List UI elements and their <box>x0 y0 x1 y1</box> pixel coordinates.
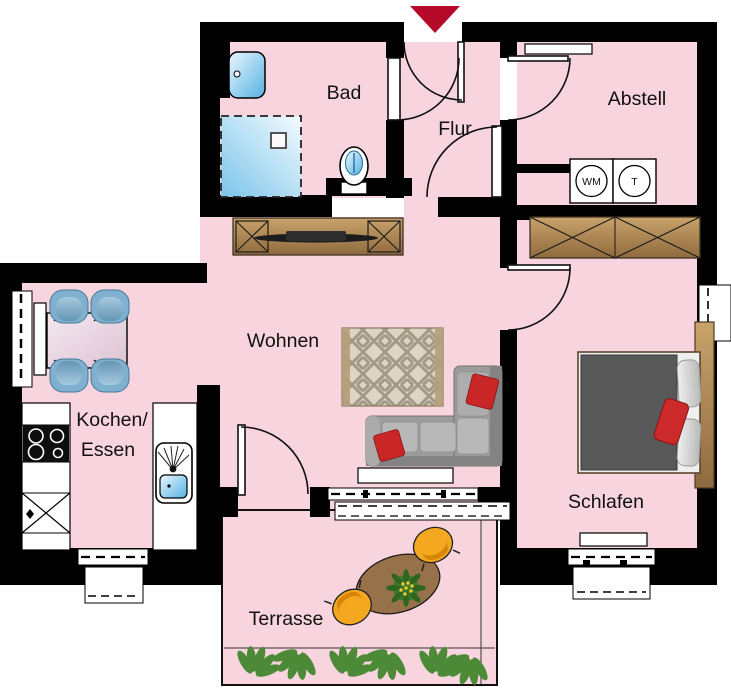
wardrobe <box>529 216 701 259</box>
sofa <box>365 365 503 467</box>
toilet <box>339 146 369 195</box>
dryer: T <box>612 158 657 204</box>
pillow-red <box>653 398 690 446</box>
room-label-schlafen: Schlafen <box>568 491 644 513</box>
window-west <box>11 290 33 388</box>
stove <box>23 425 69 462</box>
terrace-door <box>237 424 309 496</box>
terrace <box>221 509 498 693</box>
schlafen-door <box>507 264 571 331</box>
kitchen-sink <box>155 442 193 504</box>
windows <box>11 284 731 604</box>
room-label-terrasse: Terrasse <box>249 608 324 630</box>
wohnen-door <box>426 125 503 198</box>
room-label-kochen: Kochen/ <box>76 409 148 431</box>
sideboard <box>357 467 454 484</box>
rug <box>341 327 444 407</box>
dining-chair <box>49 358 89 393</box>
abstell-door <box>507 55 571 121</box>
tv-lowboard <box>232 217 404 256</box>
bad-door <box>387 57 460 121</box>
room-labels: Bad Flur Abstell Wohnen Kochen/ Essen Sc… <box>76 82 666 630</box>
kitchen <box>21 402 198 551</box>
pillow <box>676 359 702 408</box>
room-label-abstell: Abstell <box>608 88 667 110</box>
shower <box>220 115 302 198</box>
room-label-essen: Essen <box>81 439 135 461</box>
entrance-arrow-icon <box>410 6 460 33</box>
dining-chair <box>90 289 130 324</box>
washing-machine-label: WM <box>582 176 601 188</box>
living-room <box>341 327 503 484</box>
bath-sink <box>228 51 266 99</box>
window-schlafen <box>567 548 656 600</box>
radiator <box>33 302 47 376</box>
dining-chair <box>49 289 89 324</box>
bedroom <box>577 321 715 547</box>
room-label-bad: Bad <box>327 82 362 104</box>
radiator <box>579 532 648 547</box>
potted-plant <box>386 569 426 607</box>
dishwasher <box>21 492 71 534</box>
doors <box>237 41 571 496</box>
sofa-cushion-red <box>465 373 499 410</box>
dryer-label: T <box>631 176 638 188</box>
kitchen-island <box>152 402 198 551</box>
sofa-cushion-red <box>373 429 406 462</box>
bathroom-fixtures <box>220 51 369 198</box>
washing-machine: WM <box>569 158 614 204</box>
tv <box>254 231 378 243</box>
room-label-wohnen: Wohnen <box>247 330 319 352</box>
dining-set <box>33 289 130 393</box>
abstell-fixtures: WM T <box>524 43 657 204</box>
window-wohnen <box>327 487 511 521</box>
shelf <box>524 43 593 55</box>
room-label-flur: Flur <box>438 118 472 140</box>
window-kitchen <box>77 548 149 604</box>
dining-chair <box>90 358 130 393</box>
bed <box>577 351 702 474</box>
